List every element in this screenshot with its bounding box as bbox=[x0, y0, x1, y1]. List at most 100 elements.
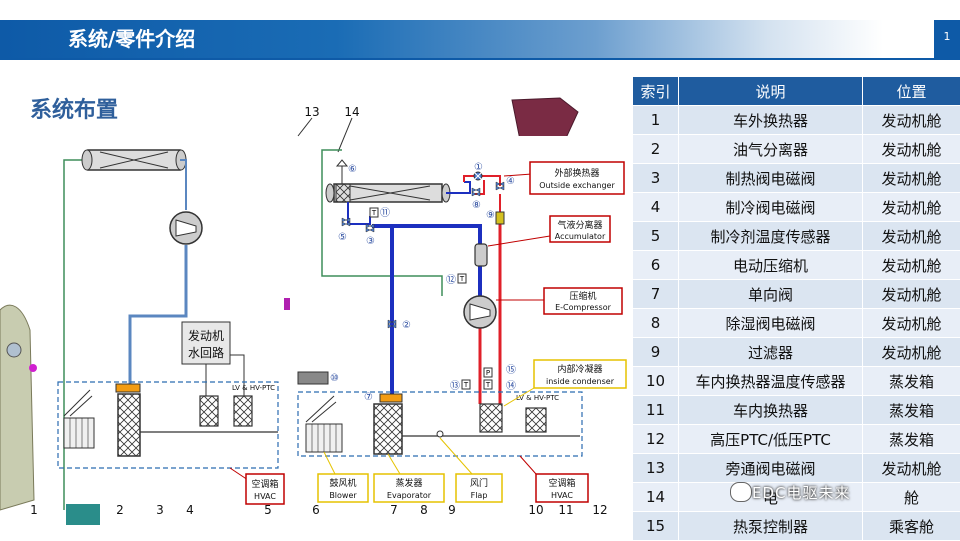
callout-number-5: 5 bbox=[264, 503, 272, 517]
label-flap-cn: 风门 bbox=[470, 477, 488, 489]
cell-description: 电动压缩机 bbox=[679, 251, 863, 280]
label-right-hvac-cn: 空调箱 bbox=[548, 477, 575, 489]
label-outside-exchanger-cn: 外部换热器 bbox=[554, 167, 599, 179]
cell-description: 车外换热器 bbox=[679, 106, 863, 135]
label-flap-en: Flap bbox=[471, 491, 488, 500]
circled-1: ① bbox=[474, 162, 483, 173]
header-description: 说明 bbox=[679, 77, 863, 106]
cell-index: 6 bbox=[633, 251, 679, 280]
sensor-letter: T bbox=[485, 381, 491, 389]
wechat-icon bbox=[730, 482, 752, 502]
cell-location: 发动机舱 bbox=[863, 251, 960, 280]
cell-index: 9 bbox=[633, 338, 679, 367]
cell-index: 11 bbox=[633, 396, 679, 425]
cell-description: 高压PTC/低压PTC bbox=[679, 425, 863, 454]
cell-index: 14 bbox=[633, 483, 679, 512]
header-banner: 系统/零件介绍 bbox=[0, 20, 960, 58]
left-evaporator bbox=[118, 394, 140, 456]
cell-location: 发动机舱 bbox=[863, 106, 960, 135]
circled-9: ⑨ bbox=[486, 210, 495, 221]
callout-number-11: 11 bbox=[558, 503, 573, 517]
cell-location: 蒸发箱 bbox=[863, 425, 960, 454]
label-inside-condenser-cn: 内部冷凝器 bbox=[557, 363, 602, 375]
engine-loop-label-1: 发动机 bbox=[188, 328, 224, 343]
filter-icon bbox=[496, 212, 504, 224]
cell-location: 发动机舱 bbox=[863, 193, 960, 222]
page-number-box: 1 bbox=[934, 20, 960, 58]
cell-description: 旁通阀电磁阀 bbox=[679, 454, 863, 483]
circled-2: ② bbox=[402, 320, 411, 331]
label-right-hvac-en: HVAC bbox=[551, 491, 573, 500]
cell-description: 除湿阀电磁阀 bbox=[679, 309, 863, 338]
callout-number-3: 3 bbox=[156, 503, 164, 517]
label-evaporator-en: Evaporator bbox=[387, 491, 432, 500]
cell-index: 10 bbox=[633, 367, 679, 396]
label-compressor-cn: 压缩机 bbox=[569, 290, 596, 302]
cell-location: 发动机舱 bbox=[863, 222, 960, 251]
callout-number-7: 7 bbox=[390, 503, 398, 517]
cell-description: 单向阀 bbox=[679, 280, 863, 309]
cell-index: 1 bbox=[633, 106, 679, 135]
inside-condenser bbox=[480, 404, 502, 432]
circled-10: ⑩ bbox=[330, 373, 339, 384]
header-location: 位置 bbox=[863, 77, 960, 106]
accumulator-icon bbox=[475, 244, 487, 266]
callout-number-6: 6 bbox=[312, 503, 320, 517]
system-diagram: 发动机 水回路 LV & HV-PTC 空调箱 HVAC bbox=[0, 96, 632, 540]
watermark-text: EDC电驱未来 bbox=[752, 482, 851, 503]
cell-index: 7 bbox=[633, 280, 679, 309]
callout-number-2: 2 bbox=[116, 503, 124, 517]
label-compressor-en: E-Compressor bbox=[555, 303, 612, 312]
label-accumulator-cn: 气液分离器 bbox=[557, 219, 602, 231]
callout-number-4: 4 bbox=[186, 503, 194, 517]
cell-description: 过滤器 bbox=[679, 338, 863, 367]
cell-location: 发动机舱 bbox=[863, 164, 960, 193]
sensor-letter: T bbox=[463, 381, 469, 389]
table-header-row: 索引 说明 位置 bbox=[633, 77, 960, 106]
cell-location: 乘客舱 bbox=[863, 512, 960, 541]
circled-4: ④ bbox=[506, 176, 515, 187]
circled-8: ⑧ bbox=[472, 200, 481, 211]
cell-index: 8 bbox=[633, 309, 679, 338]
cell-location: 发动机舱 bbox=[863, 280, 960, 309]
cell-description: 制冷剂温度传感器 bbox=[679, 222, 863, 251]
circled-3: ③ bbox=[366, 236, 375, 247]
left-hvac-label-en: HVAC bbox=[254, 492, 276, 501]
label-inside-condenser-en: inside condenser bbox=[546, 377, 615, 386]
sensor-letter: T bbox=[459, 275, 465, 283]
circled-6: ⑥ bbox=[348, 164, 357, 175]
cell-description: 油气分离器 bbox=[679, 135, 863, 164]
label-blower-en: Blower bbox=[329, 491, 357, 500]
cell-location: 发动机舱 bbox=[863, 338, 960, 367]
right-evaporator bbox=[374, 404, 402, 454]
callout-number-8: 8 bbox=[420, 503, 428, 517]
cell-description: 制冷阀电磁阀 bbox=[679, 193, 863, 222]
circled-12: ⑫ bbox=[446, 274, 456, 286]
cell-index: 5 bbox=[633, 222, 679, 251]
circled-11: ⑪ bbox=[380, 207, 390, 219]
left-hvac-label-cn: 空调箱 bbox=[251, 478, 278, 490]
callout-number-14: 14 bbox=[344, 105, 359, 119]
cell-index: 12 bbox=[633, 425, 679, 454]
sensor-letter: P bbox=[486, 369, 490, 377]
engine-loop-label-2: 水回路 bbox=[188, 345, 224, 360]
circled-14: ⑭ bbox=[506, 380, 516, 392]
cell-index: 3 bbox=[633, 164, 679, 193]
left-diagram-panel bbox=[44, 136, 280, 504]
callout-number-1: 1 bbox=[30, 503, 38, 517]
page-title: 系统/零件介绍 bbox=[68, 24, 195, 54]
cell-description: 制热阀电磁阀 bbox=[679, 164, 863, 193]
